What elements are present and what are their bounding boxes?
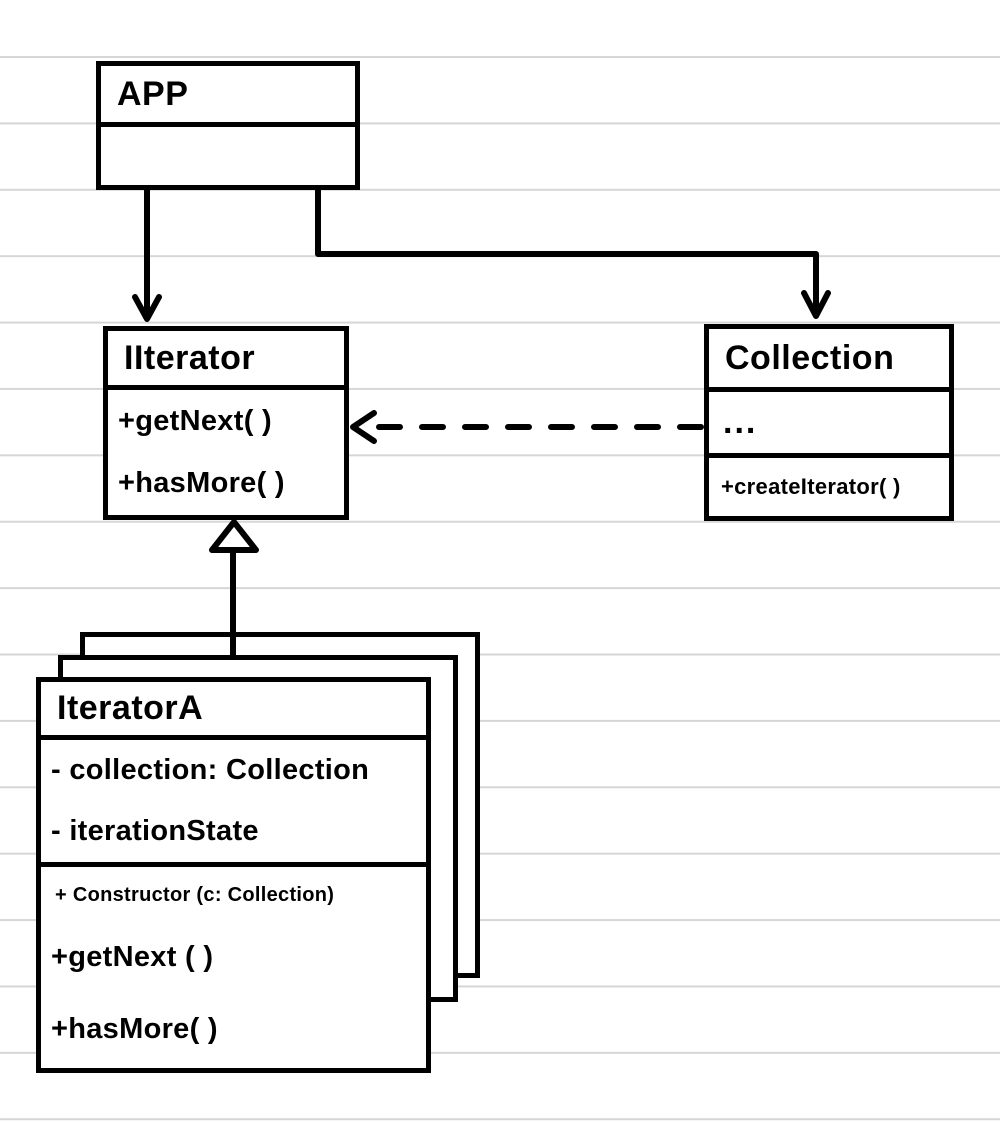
class-title-collection: Collection: [709, 329, 949, 392]
class-box-iterator-a: IteratorA - collection: Collection - ite…: [36, 677, 431, 1073]
method-getnext: +getNext( ): [118, 405, 272, 437]
class-methods-iterator-a: + Constructor (c: Collection) +getNext (…: [41, 867, 426, 1068]
class-attributes-collection: ...: [709, 392, 949, 458]
class-methods-collection: +createIterator( ): [709, 458, 949, 516]
attribute-collection: - collection: Collection: [51, 754, 370, 786]
class-box-collection: Collection ... +createIterator( ): [704, 324, 954, 521]
class-box-iiterator: IIterator +getNext( ) +hasMore( ): [103, 326, 349, 520]
class-methods-iiterator: +getNext( ) +hasMore( ): [108, 390, 344, 515]
class-title-app: APP: [101, 66, 355, 127]
method-createiterator: +createIterator( ): [721, 474, 901, 499]
class-title-iiterator: IIterator: [108, 331, 344, 390]
attribute-iterationstate: - iterationState: [51, 815, 259, 847]
method-hasmore-a: +hasMore( ): [51, 1013, 218, 1045]
class-body-app: [101, 127, 355, 185]
class-box-app: APP: [96, 61, 360, 190]
method-hasmore: +hasMore( ): [118, 467, 285, 499]
attribute-ellipsis: ...: [723, 403, 758, 441]
class-title-iterator-a: IteratorA: [41, 682, 426, 740]
class-attributes-iterator-a: - collection: Collection - iterationStat…: [41, 740, 426, 867]
method-getnext-a: +getNext ( ): [51, 941, 214, 973]
method-constructor: + Constructor (c: Collection): [55, 884, 335, 906]
